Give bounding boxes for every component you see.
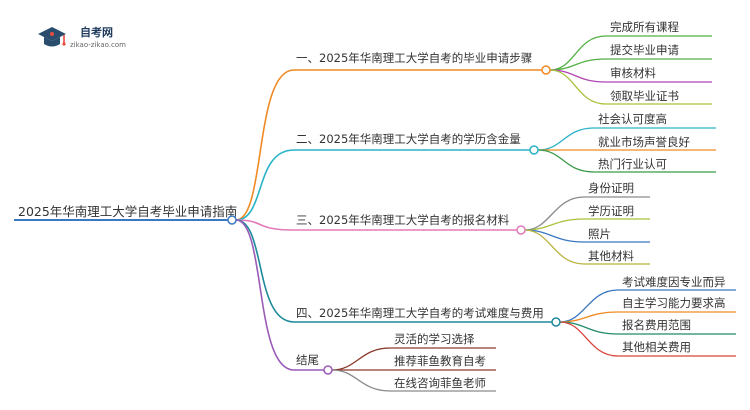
connector-branch-3-leaf-2 [524,218,585,231]
leaf-label-3-3: 照片 [588,227,611,241]
connector-branch-4-leaf-2 [559,311,619,323]
root-node[interactable]: 2025年华南理工大学自考毕业申请指南 [14,204,237,225]
leaf-label-4-2: 自主学习能力要求高 [622,296,726,310]
leaf-label-5-2: 推荐菲鱼教育自考 [394,354,486,368]
leaf-node-1-1[interactable]: 完成所有课程 [610,20,679,34]
logo-title: 自考网 [80,25,113,39]
connector-branch-5-leaf-1 [331,347,391,371]
leaf-label-4-1: 考试难度因专业而异 [622,275,726,289]
site-logo[interactable]: 自考网 zikao-zikao.com [38,25,126,49]
connector-root-branch-3 [235,219,295,231]
leaf-label-1-3: 审核材料 [610,66,656,80]
leaf-label-3-2: 学历证明 [588,204,634,218]
leaf-node-4-4[interactable]: 其他相关费用 [622,340,691,354]
connector-branch-3-leaf-1 [524,196,585,231]
connector-branch-2-leaf-3 [537,149,595,173]
leaf-node-5-2[interactable]: 推荐菲鱼教育自考 [394,354,486,368]
leaf-node-1-3[interactable]: 审核材料 [610,66,656,80]
connector-branch-1-leaf-1 [549,35,607,71]
connector-branch-4-leaf-1 [559,289,619,323]
connector-root-branch-5 [235,219,295,371]
connector-branch-4-leaf-4 [559,321,619,357]
leaf-label-1-1: 完成所有课程 [610,20,679,34]
connector-lines [235,35,736,392]
leaf-label-1-2: 提交毕业申请 [610,43,679,57]
branch-node-2[interactable]: 二、2025年华南理工大学自考的学历含金量 [296,132,539,155]
leaf-node-3-4[interactable]: 其他材料 [588,249,634,263]
branch-label-1: 一、2025年华南理工大学自考的毕业申请步骤 [296,51,532,65]
branch-connector-dot-3 [516,225,526,235]
leaf-node-4-2[interactable]: 自主学习能力要求高 [622,296,726,310]
leaf-label-5-3: 在线咨询菲鱼老师 [394,376,486,390]
connector-branch-2-leaf-1 [537,127,595,151]
leaf-node-3-3[interactable]: 照片 [588,227,611,241]
connector-root-branch-1 [235,69,295,221]
leaf-label-2-3: 热门行业认可 [598,157,667,171]
leaf-node-2-2[interactable]: 就业市场声誉良好 [598,135,690,149]
leaf-label-2-2: 就业市场声誉良好 [598,135,690,149]
leaf-label-5-1: 灵活的学习选择 [394,332,475,346]
branch-label-3: 三、2025年华南理工大学自考的报名材料 [296,213,510,227]
logo-subtitle: zikao-zikao.com [70,41,126,49]
connector-root-branch-2 [235,149,295,221]
branch-node-1[interactable]: 一、2025年华南理工大学自考的毕业申请步骤 [296,51,551,75]
leaf-label-4-4: 其他相关费用 [622,340,691,354]
branch-connector-dot-4 [551,317,561,327]
leaf-node-4-1[interactable]: 考试难度因专业而异 [622,275,726,289]
root-connector-dot [227,215,237,225]
branch-label-5: 结尾 [296,353,319,367]
leaf-label-2-1: 社会认可度高 [598,112,667,126]
root-label: 2025年华南理工大学自考毕业申请指南 [18,204,237,219]
branch-node-3[interactable]: 三、2025年华南理工大学自考的报名材料 [296,213,526,235]
leaf-node-5-1[interactable]: 灵活的学习选择 [394,332,475,346]
graduation-cap-icon [38,27,66,47]
branch-connector-dot-2 [529,145,539,155]
connector-branch-1-leaf-4 [549,69,607,105]
leaf-node-1-2[interactable]: 提交毕业申请 [610,43,679,57]
leaf-node-3-1[interactable]: 身份证明 [588,181,634,195]
connector-root-branch-4 [235,219,295,323]
leaf-node-5-3[interactable]: 在线咨询菲鱼老师 [394,376,486,390]
connector-branch-5-leaf-3 [331,369,391,392]
leaf-label-1-4: 领取毕业证书 [610,89,679,103]
leaf-node-2-3[interactable]: 热门行业认可 [598,157,667,171]
leaf-node-2-1[interactable]: 社会认可度高 [598,112,667,126]
leaf-node-3-2[interactable]: 学历证明 [588,204,634,218]
leaf-label-4-3: 报名费用范围 [622,318,691,332]
leaf-node-4-3[interactable]: 报名费用范围 [622,318,691,332]
leaf-label-3-4: 其他材料 [588,249,634,263]
branch-label-4: 四、2025年华南理工大学自考的考试难度与费用 [296,306,544,320]
branch-node-4[interactable]: 四、2025年华南理工大学自考的考试难度与费用 [296,306,561,327]
branch-label-2: 二、2025年华南理工大学自考的学历含金量 [296,132,521,146]
branch-connector-dot-5 [323,365,333,375]
leaf-label-3-1: 身份证明 [588,181,634,195]
leaf-node-1-4[interactable]: 领取毕业证书 [610,89,679,103]
branch-connector-dot-1 [541,65,551,75]
branch-node-5[interactable]: 结尾 [296,353,333,375]
connector-branch-3-leaf-4 [524,229,585,265]
